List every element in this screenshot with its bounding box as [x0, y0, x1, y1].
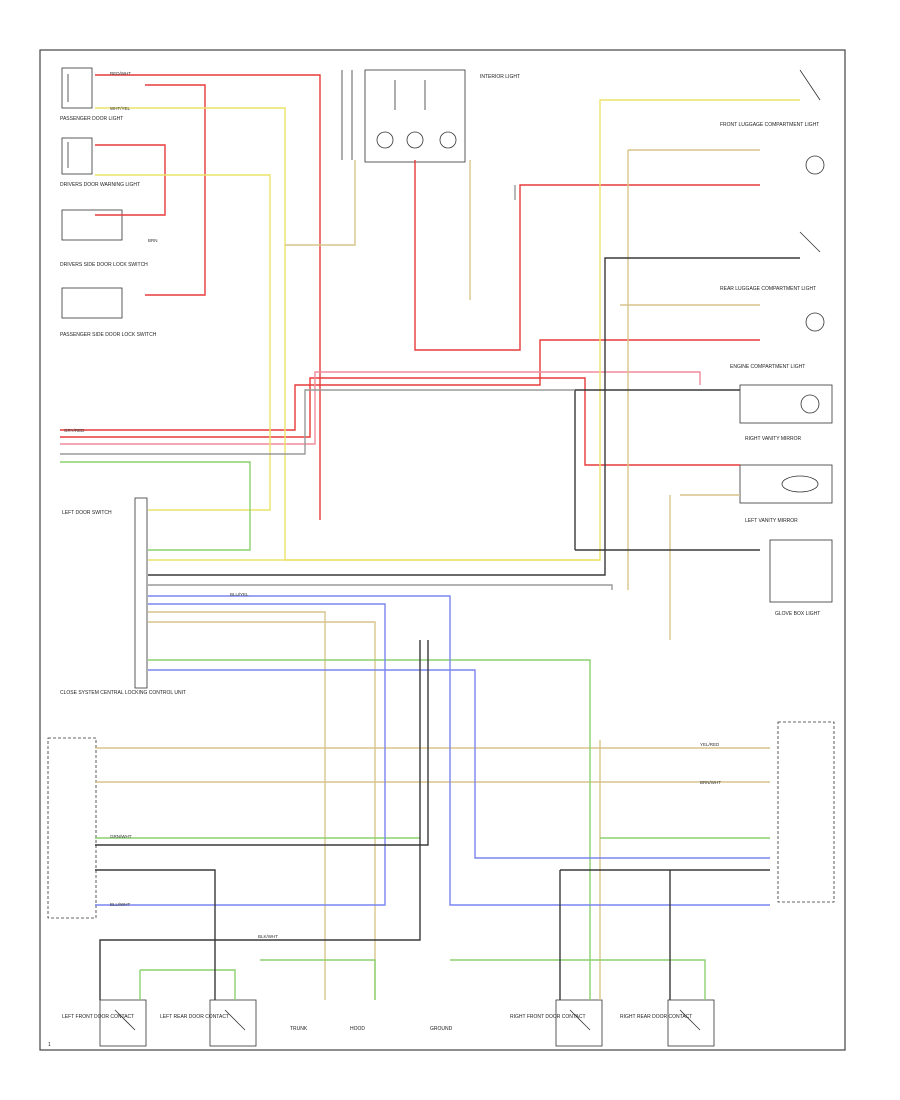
svg-text:LEFT FRONT DOOR CONTACT: LEFT FRONT DOOR CONTACT	[62, 1014, 134, 1020]
diagram-frame	[39, 49, 846, 1051]
wire-red-3	[414, 160, 760, 351]
wire-yellow-7	[95, 99, 800, 561]
wire-black-33	[148, 257, 800, 576]
svg-text:LEFT REAR DOOR CONTACT: LEFT REAR DOOR CONTACT	[160, 1014, 229, 1020]
svg-text:ENGINE COMPARTMENT LIGHT: ENGINE COMPARTMENT LIGHT	[730, 364, 805, 370]
svg-text:LEFT DOOR SWITCH: LEFT DOOR SWITCH	[62, 510, 112, 516]
svg-text:TRUNK: TRUNK	[290, 1026, 308, 1032]
wire-black-37	[95, 640, 429, 846]
wire-blue-32	[148, 669, 770, 859]
passenger-door-light: PASSENGER DOOR LIGHT	[60, 67, 123, 122]
svg-text:PASSENGER SIDE DOOR LOCK SWITC: PASSENGER SIDE DOOR LOCK SWITCH	[60, 332, 157, 338]
interior-light: INTERIOR LIGHT	[341, 69, 520, 163]
rear-luggage-compartment-light: REAR LUGGAGE COMPARTMENT LIGHT	[720, 231, 825, 332]
svg-text:DRIVERS DOOR WARNING LIGHT: DRIVERS DOOR WARNING LIGHT	[60, 182, 140, 188]
svg-text:GLOVE BOX LIGHT: GLOVE BOX LIGHT	[775, 611, 820, 617]
hood-contact: HOOD	[350, 1026, 365, 1032]
wire-green-29	[450, 959, 706, 1000]
wire-gray-43	[60, 389, 575, 455]
right-rear-door-contact: RIGHT REAR DOOR CONTACT	[620, 999, 715, 1047]
footer-number: 1	[48, 1042, 51, 1048]
left-front-door-contact: LEFT FRONT DOOR CONTACT	[62, 999, 147, 1047]
front-luggage-compartment-light: FRONT LUGGAGE COMPARTMENT LIGHT	[720, 69, 825, 175]
wire-green-23	[148, 659, 591, 1000]
wire-green-27	[140, 969, 236, 1000]
svg-text:PASSENGER DOOR LIGHT: PASSENGER DOOR LIGHT	[60, 116, 123, 122]
svg-text:GROUND: GROUND	[430, 1026, 453, 1032]
svg-text:REAR LUGGAGE COMPARTMENT LIGHT: REAR LUGGAGE COMPARTMENT LIGHT	[720, 286, 816, 292]
wire-harness	[60, 74, 800, 1000]
left-rear-door-contact: LEFT REAR DOOR CONTACT	[160, 999, 257, 1047]
svg-text:LEFT VANITY MIRROR: LEFT VANITY MIRROR	[745, 518, 798, 524]
engine-compartment-light: ENGINE COMPARTMENT LIGHT	[730, 364, 820, 414]
wire-label-grn-wht: GRN/WHT	[110, 834, 132, 839]
wire-red-0	[95, 74, 321, 520]
trunk-contact: TRUNK	[290, 1026, 308, 1032]
svg-text:CLOSE SYSTEM CENTRAL LOCKING C: CLOSE SYSTEM CENTRAL LOCKING CONTROL UNI…	[60, 690, 186, 696]
central-locking-control-unit: CLOSE SYSTEM CENTRAL LOCKING CONTROL UNI…	[60, 497, 186, 696]
right-front-door-contact: RIGHT FRONT DOOR CONTACT	[510, 999, 603, 1047]
svg-text:DRIVERS SIDE DOOR LOCK SWITCH: DRIVERS SIDE DOOR LOCK SWITCH	[60, 262, 148, 268]
wire-label-yel-red: YEL/RED	[700, 742, 720, 747]
svg-text:HOOD: HOOD	[350, 1026, 365, 1032]
wire-red-4	[60, 339, 760, 431]
wire-tan-15	[148, 611, 326, 1000]
wire-green-28	[260, 959, 376, 1000]
svg-text:INTERIOR LIGHT: INTERIOR LIGHT	[480, 74, 520, 80]
drivers-side-door-lock-switch: DRIVERS SIDE DOOR LOCK SWITCH	[60, 209, 148, 268]
wire-green-22	[60, 461, 251, 551]
wire-label-red-wht: RED/WHT	[110, 71, 131, 76]
wire-label-blu-wht: BLU/WHT	[110, 902, 131, 907]
svg-text:RIGHT VANITY MIRROR: RIGHT VANITY MIRROR	[745, 436, 802, 442]
ground-point: GROUND	[430, 1026, 453, 1032]
wire-red-5	[60, 377, 740, 466]
right-door-lock-actuator	[777, 721, 835, 903]
wire-black-38	[95, 869, 216, 1000]
wire-red-2	[145, 84, 206, 296]
glove-box-light: GLOVE BOX LIGHT	[769, 539, 833, 617]
wire-label-blk-wht: BLK/WHT	[258, 934, 278, 939]
svg-text:FRONT LUGGAGE COMPARTMENT LIGH: FRONT LUGGAGE COMPARTMENT LIGHT	[720, 122, 819, 128]
right-vanity-mirror: RIGHT VANITY MIRROR	[739, 384, 833, 442]
svg-text:RIGHT FRONT DOOR CONTACT: RIGHT FRONT DOOR CONTACT	[510, 1014, 586, 1020]
wire-gray-42	[148, 584, 613, 590]
wire-pink-6	[60, 371, 701, 445]
wire-label-brn: BRN	[148, 238, 158, 243]
wire-yellow-8	[95, 174, 271, 511]
wire-blue-30	[148, 595, 770, 906]
wire-red-1	[95, 144, 166, 216]
wire-label-blu-yel: BLU/YEL	[230, 592, 249, 597]
wire-tan-16	[148, 621, 376, 1000]
wire-tan-19	[285, 160, 356, 246]
wire-label-gry-red: GRY/RED	[64, 428, 85, 433]
left-vanity-mirror: LEFT VANITY MIRROR	[739, 464, 833, 524]
wire-black-36	[99, 640, 421, 1000]
drivers-door-warning-light: DRIVERS DOOR WARNING LIGHT	[60, 137, 140, 188]
wire-blue-31	[95, 603, 386, 906]
passenger-side-door-lock-switch: PASSENGER SIDE DOOR LOCK SWITCH	[60, 287, 157, 338]
svg-text:RIGHT REAR DOOR CONTACT: RIGHT REAR DOOR CONTACT	[620, 1014, 692, 1020]
wire-label-wht-yel: WHT/YEL	[110, 106, 130, 111]
left-door-lock-actuator	[47, 737, 97, 919]
wire-label-brn-wht: BRN/WHT	[700, 780, 721, 785]
